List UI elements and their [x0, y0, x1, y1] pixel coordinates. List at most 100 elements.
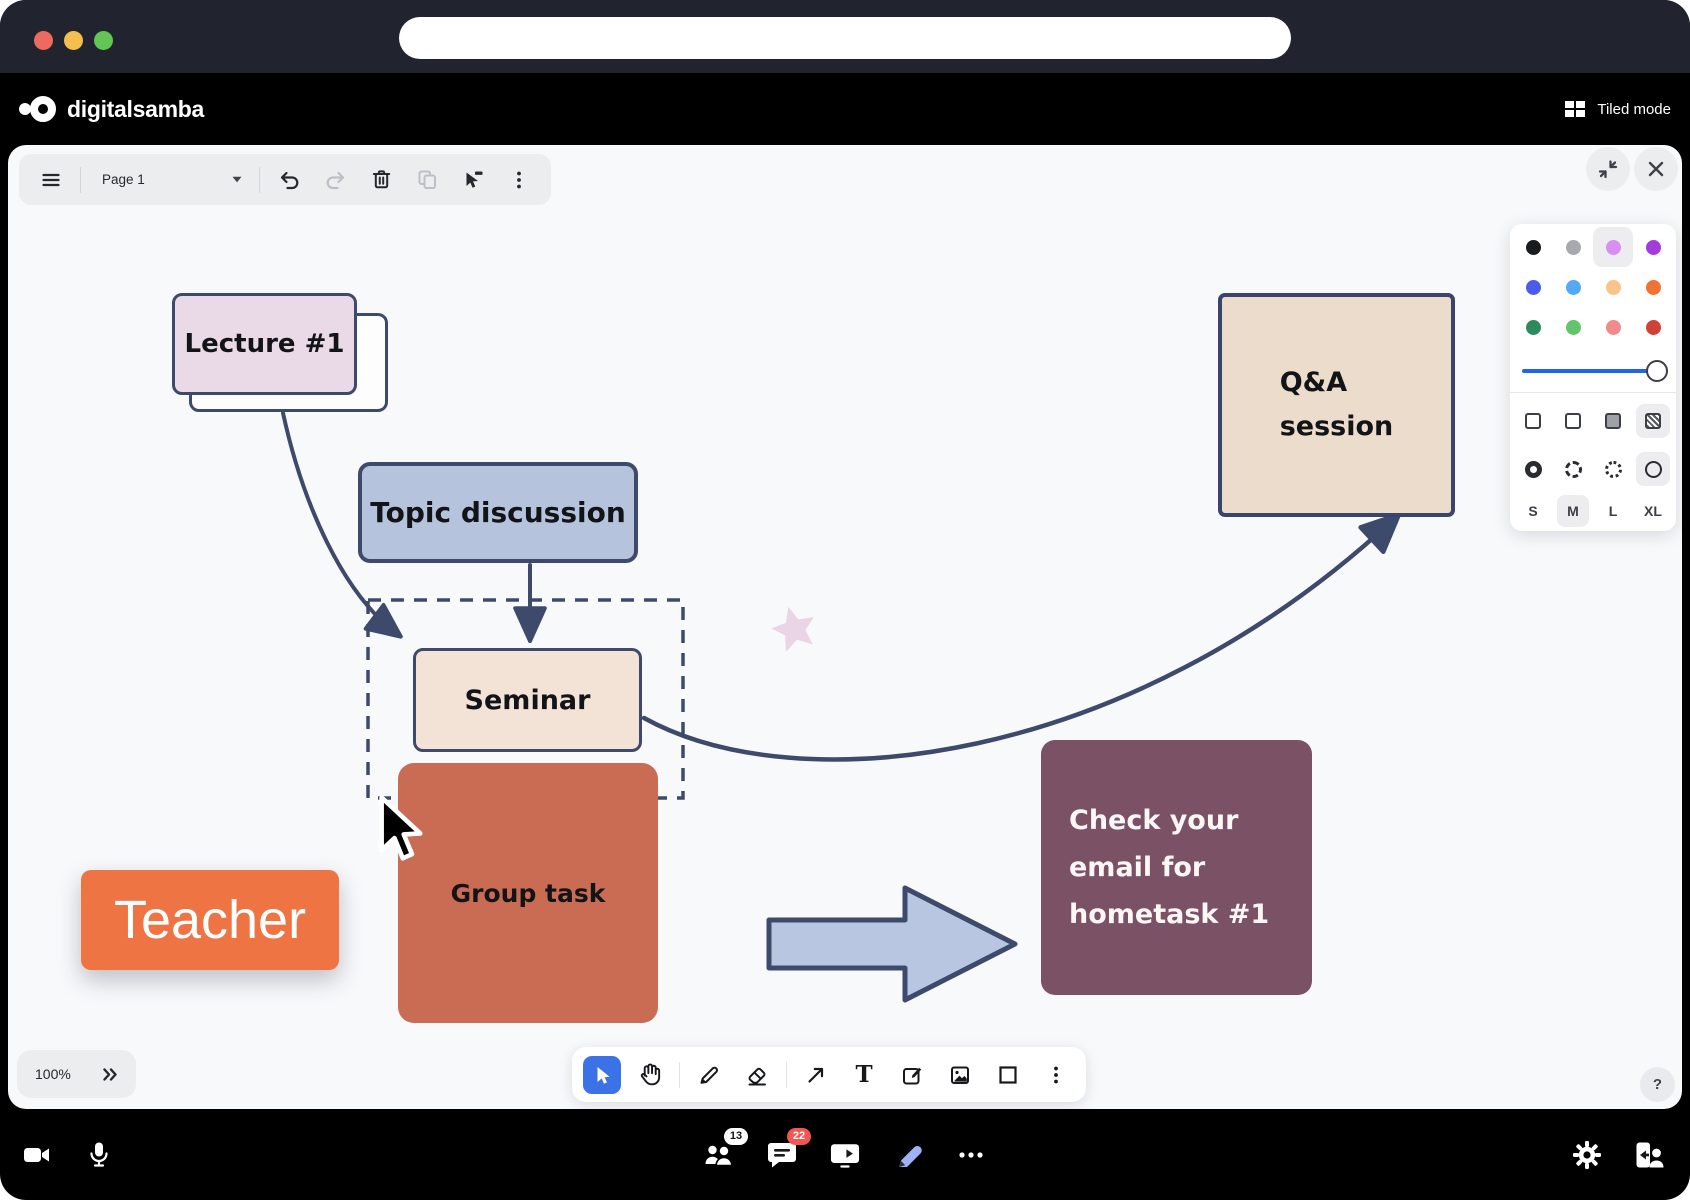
board-toolbar: Page 1: [19, 154, 551, 205]
whiteboard-button-active[interactable]: [893, 1140, 923, 1170]
color-swatch[interactable]: [1593, 307, 1633, 347]
tool-divider: [679, 1061, 680, 1088]
tiled-grid-icon: [1565, 101, 1586, 117]
lecture-node[interactable]: Lecture #1: [172, 293, 357, 395]
address-bar[interactable]: [399, 17, 1291, 59]
collapse-board-button[interactable]: [1586, 147, 1630, 191]
more-tools[interactable]: [1037, 1056, 1075, 1094]
copy-icon: [418, 170, 436, 189]
undo-button[interactable]: [267, 159, 311, 201]
size-option-l[interactable]: L: [1608, 503, 1618, 519]
size-option-xl[interactable]: XL: [1644, 503, 1662, 519]
toolbar-more-button[interactable]: [497, 159, 541, 201]
arrow-lecture-to-seminar[interactable]: [281, 411, 403, 639]
color-swatch[interactable]: [1553, 227, 1593, 267]
window-minimize-dot[interactable]: [64, 31, 83, 50]
menu-button[interactable]: [29, 159, 73, 201]
rectangle-icon: [999, 1065, 1017, 1084]
camera-button[interactable]: [22, 1140, 52, 1170]
color-swatch[interactable]: [1513, 267, 1553, 307]
close-board-button[interactable]: [1634, 147, 1678, 191]
window-zoom-dot[interactable]: [94, 31, 113, 50]
laser-pointer-button[interactable]: [451, 159, 495, 201]
screen-share-icon: [830, 1143, 860, 1168]
seminar-node[interactable]: Seminar: [413, 648, 642, 752]
duplicate-button[interactable]: [405, 159, 449, 201]
color-swatch[interactable]: [1513, 307, 1553, 347]
settings-button[interactable]: [1572, 1140, 1602, 1170]
stroke-style-option[interactable]: [1513, 449, 1553, 489]
screen-share-button[interactable]: [830, 1140, 860, 1170]
teacher-label: Teacher: [113, 890, 307, 950]
pencil-icon: [700, 1066, 718, 1084]
tiled-mode-button[interactable]: Tiled mode: [1563, 73, 1671, 145]
color-swatch-selected[interactable]: [1593, 227, 1633, 267]
chevron-down-icon: [232, 176, 242, 183]
color-swatch[interactable]: [1633, 307, 1673, 347]
color-swatch[interactable]: [1633, 227, 1673, 267]
help-label: ?: [1652, 1076, 1663, 1093]
pan-tool[interactable]: [631, 1056, 669, 1094]
expand-chevrons-icon[interactable]: [103, 1067, 118, 1081]
participants-button[interactable]: 13: [704, 1127, 748, 1170]
color-swatch[interactable]: [1633, 267, 1673, 307]
zoom-level[interactable]: 100%: [35, 1066, 71, 1082]
pen-tool[interactable]: [690, 1056, 728, 1094]
color-swatch[interactable]: [1553, 267, 1593, 307]
star-shape[interactable]: [768, 602, 820, 654]
leave-meeting-button[interactable]: [1634, 1140, 1664, 1170]
teacher-label-node[interactable]: Teacher: [81, 870, 339, 970]
window-close-dot[interactable]: [34, 31, 53, 50]
slider-handle[interactable]: [1646, 360, 1668, 382]
redo-button[interactable]: [313, 159, 357, 201]
ellipsis-icon: [959, 1151, 983, 1158]
stroke-style-option[interactable]: [1593, 449, 1633, 489]
size-option-m[interactable]: M: [1553, 491, 1593, 531]
block-arrow-shape[interactable]: [763, 875, 1028, 1015]
color-swatch[interactable]: [1553, 307, 1593, 347]
arrow-seminar-to-qa[interactable]: [641, 512, 1402, 762]
shape-tool[interactable]: [989, 1056, 1027, 1094]
fill-style-option[interactable]: [1593, 401, 1633, 441]
trash-icon: [372, 170, 390, 189]
note-tool[interactable]: [893, 1056, 931, 1094]
style-panel: S M L XL: [1510, 224, 1676, 531]
select-tool[interactable]: [583, 1055, 621, 1094]
opacity-slider[interactable]: [1522, 359, 1668, 383]
hamburger-icon: [42, 173, 60, 186]
lecture-label: Lecture #1: [184, 329, 345, 359]
topic-discussion-node[interactable]: Topic discussion: [358, 462, 638, 563]
chat-button[interactable]: 22: [767, 1127, 811, 1170]
group-task-node[interactable]: Group task: [398, 763, 658, 1023]
participants-icon: [705, 1144, 733, 1166]
stroke-style-option-selected[interactable]: [1633, 449, 1673, 489]
color-swatch-grid: [1510, 227, 1676, 347]
pointer-cursor: [379, 795, 423, 861]
eraser-tool[interactable]: [738, 1056, 776, 1094]
fill-style-option[interactable]: [1553, 401, 1593, 441]
size-option-s[interactable]: S: [1528, 503, 1538, 519]
microphone-button[interactable]: [84, 1140, 114, 1170]
toolbar-divider: [259, 166, 260, 193]
text-tool[interactable]: T: [845, 1056, 883, 1094]
help-button[interactable]: ?: [1640, 1067, 1675, 1102]
more-options-button[interactable]: [956, 1140, 986, 1170]
image-tool[interactable]: [941, 1056, 979, 1094]
page-label: Page 1: [102, 172, 145, 187]
color-swatch[interactable]: [1593, 267, 1633, 307]
fill-style-option[interactable]: [1513, 401, 1553, 441]
delete-button[interactable]: [359, 159, 403, 201]
fill-style-row: [1510, 401, 1676, 441]
fill-style-option-selected[interactable]: [1633, 401, 1673, 441]
topic-label: Topic discussion: [370, 496, 626, 529]
page-selector[interactable]: Page 1: [88, 159, 252, 201]
arrow-tool[interactable]: [797, 1056, 835, 1094]
stroke-style-option[interactable]: [1553, 449, 1593, 489]
meeting-bar-left: [22, 1109, 114, 1200]
color-swatch[interactable]: [1513, 227, 1553, 267]
tiled-mode-label: Tiled mode: [1597, 100, 1671, 118]
